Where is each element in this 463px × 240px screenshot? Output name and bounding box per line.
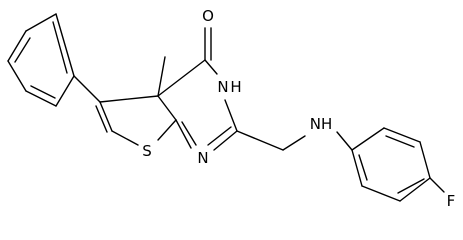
- methylene-linker: [236, 130, 353, 151]
- carbonyl-bond: [204, 27, 212, 61]
- thiophene-ring: [95, 95, 177, 146]
- fluorophenyl-ring: [351, 127, 431, 202]
- carbon-fluorine-bond: [429, 177, 445, 193]
- sulfur-atom-label: S: [142, 142, 152, 160]
- phenyl-thiophene-bond: [73, 75, 101, 103]
- ring-h-atom-label: H: [230, 78, 241, 96]
- ring-n-bottom-atom-label: N: [197, 149, 208, 167]
- ring-n-atom-label: N: [217, 78, 228, 96]
- pyrimidinone-ring: [157, 56, 238, 151]
- amine-nh-atom-label: NH: [310, 115, 333, 133]
- phenyl-ring: [7, 13, 75, 107]
- fluorine-atom-label: F: [447, 192, 456, 210]
- chemical-structure: O N H N S NH F: [7, 7, 456, 210]
- oxygen-atom-label: O: [202, 7, 214, 25]
